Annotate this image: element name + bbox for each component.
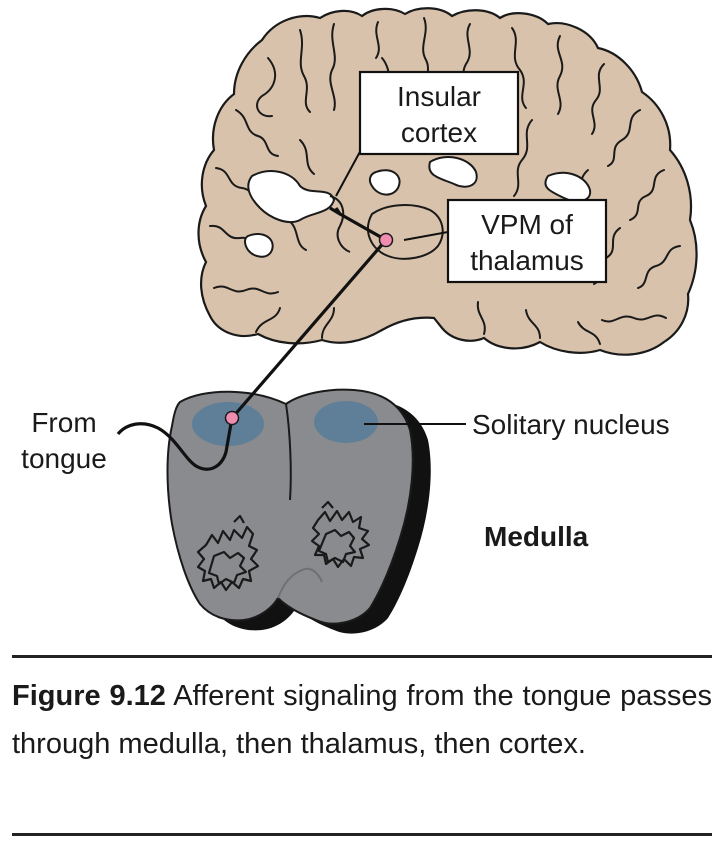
taste-pathway-diagram: Insular cortex VPM of thalamus From tong… — [21, 7, 698, 634]
insular-callout-line — [335, 147, 363, 197]
insular-label-line1: Insular — [397, 81, 481, 112]
caption-top-rule — [12, 655, 712, 658]
pyramid-groove — [277, 567, 323, 599]
taste-pathway — [116, 206, 394, 471]
caption-bottom-rule — [12, 833, 712, 836]
vpm-callout-line — [403, 231, 449, 241]
solitary-nucleus-label: Solitary nucleus — [472, 409, 670, 440]
medulla-synapse-marker — [224, 410, 240, 426]
medulla — [166, 388, 431, 634]
vpm-label-line1: VPM of — [481, 209, 573, 240]
figure-number: Figure 9.12 — [12, 680, 166, 712]
solitary-nucleus-right — [314, 401, 378, 443]
afferent-fiber — [116, 207, 388, 471]
thalamus-synapse-marker — [378, 232, 394, 248]
figure-caption: Figure 9.12 Afferent signaling from the … — [12, 672, 712, 768]
insular-cortex-label: Insular cortex — [358, 70, 520, 156]
inferior-olives — [196, 500, 371, 592]
from-tongue-label-line1: From — [31, 407, 96, 438]
vpm-label-line2: thalamus — [470, 245, 584, 276]
medulla-midline — [285, 403, 292, 501]
cortical-folds — [209, 17, 681, 345]
brain-coronal-section — [197, 7, 698, 356]
thalamus-region — [367, 204, 444, 260]
from-tongue-label-line2: tongue — [21, 443, 107, 474]
vpm-thalamus-label: VPM of thalamus — [446, 198, 608, 284]
caption-text: Afferent signaling from the tongue passe… — [12, 680, 712, 760]
medulla-label: Medulla — [484, 521, 589, 552]
cortex-projection — [329, 206, 341, 216]
callout-lines — [335, 147, 466, 425]
ventricles — [244, 156, 592, 258]
insula-curve — [329, 195, 351, 253]
insular-label-line2: cortex — [401, 117, 477, 148]
